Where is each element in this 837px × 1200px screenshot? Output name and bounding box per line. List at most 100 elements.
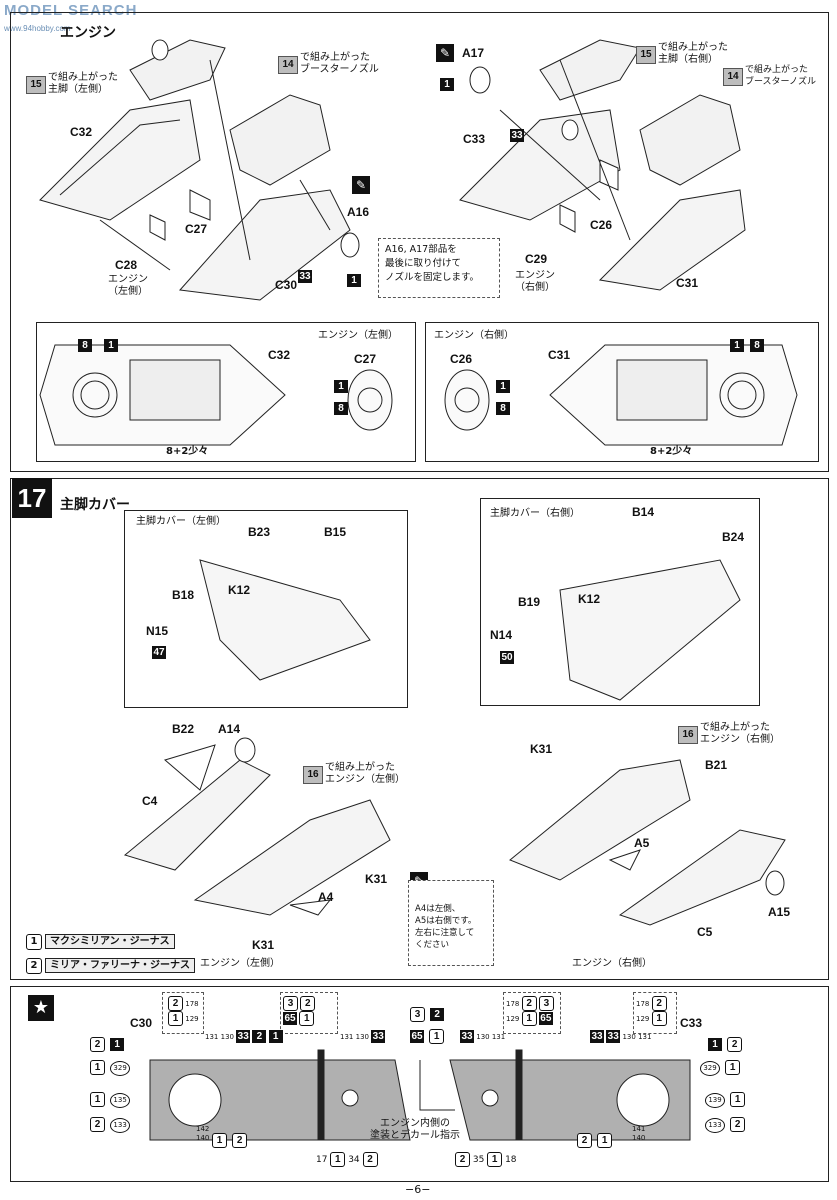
part-b21: B21 xyxy=(705,758,728,772)
ref14-right: 14 xyxy=(723,64,743,86)
part-a5: A5 xyxy=(634,836,650,850)
right-num-2: 1 2 xyxy=(708,1032,743,1052)
step-ref-14: 14 xyxy=(278,56,298,74)
inset-left xyxy=(124,510,408,708)
panel-left-title: エンジン（左側） xyxy=(318,330,398,341)
left-decal-133: 2 133 xyxy=(90,1112,131,1133)
caption-17-left: エンジン（左側） xyxy=(200,958,280,969)
left-mid-nums-b: 131 130 33 xyxy=(340,1030,386,1043)
caption-17-right: エンジン（右側） xyxy=(572,958,652,969)
decal-group-left-a xyxy=(162,992,204,1034)
caption-engine-left: エンジン （左側） xyxy=(108,274,148,297)
right-bottom-cnums: 2 1 xyxy=(577,1128,613,1148)
part-c30: C30 xyxy=(275,278,298,292)
num-8-panel-left: 8 xyxy=(78,333,92,352)
part-c33-star: C33 xyxy=(680,1016,703,1030)
right-decal-329: 329 1 xyxy=(700,1055,741,1076)
center-num-3: 3 2 xyxy=(410,1002,445,1022)
page-number: −6− xyxy=(405,1183,431,1196)
ref16-left-text: で組み上がった エンジン（左側） xyxy=(325,762,405,785)
center-num-65: 65 1 xyxy=(410,1024,445,1044)
tag-50: 50 xyxy=(500,651,514,664)
part-a14: A14 xyxy=(218,722,241,736)
part-k31-left-a: K31 xyxy=(365,872,388,886)
engine-right-interior-panel xyxy=(425,322,819,462)
step-ref-16: 16 xyxy=(303,766,323,784)
decal-group-left-b xyxy=(280,992,338,1034)
part-k12-left: K12 xyxy=(228,583,251,597)
num-1-panel-left-c27: 1 xyxy=(334,374,348,393)
ref15-left: 15 xyxy=(26,72,46,94)
num-8-panel-left-c27: 8 xyxy=(334,396,348,415)
num-1-right: 1 xyxy=(440,72,454,91)
ref16-right-text: で組み上がった エンジン（右側） xyxy=(700,722,780,745)
inner-paint-caption: エンジン内側の 塗装とデカール指示 xyxy=(370,1118,460,1141)
caption-engine-right: エンジン （右側） xyxy=(515,270,555,293)
ref14-left-text: で組み上がった ブースターノズル xyxy=(300,52,379,75)
star-icon: ★ xyxy=(28,995,54,1021)
inset-left-title: 主脚カバー（左側） xyxy=(136,516,226,527)
step16-frame xyxy=(10,12,829,472)
part-a17: A17 xyxy=(462,46,485,60)
right-mid-nums-b: 33 33 130 131 xyxy=(590,1030,652,1043)
note-a4-a5: A4は左側、 A5は右側です。 左右に注意して ください xyxy=(408,880,494,966)
part-c31: C31 xyxy=(676,276,699,290)
step-ref-15: 15 xyxy=(26,76,46,94)
left-decal-329: 1 329 xyxy=(90,1055,131,1076)
ref15-left-text: で組み上がった 主脚（左側） xyxy=(48,72,118,95)
part-b18: B18 xyxy=(172,588,195,602)
right-decal-139: 139 1 xyxy=(705,1087,746,1108)
watermark-logo: MODEL SEARCH xyxy=(4,2,138,19)
part-a4: A4 xyxy=(318,890,334,904)
part-c27: C27 xyxy=(185,222,208,236)
left-num-2: 2 1 xyxy=(90,1032,125,1052)
ref15-right: 15 xyxy=(636,42,656,64)
part-a16: A16 xyxy=(347,205,370,219)
step17-number: 17 xyxy=(12,478,52,518)
ref16-right: 16 xyxy=(678,722,698,744)
num-1-panel-right: 1 xyxy=(730,333,744,352)
num-8-panel-right-c26: 8 xyxy=(496,396,510,415)
part-b19: B19 xyxy=(518,595,541,609)
decal-group-right-b xyxy=(633,992,677,1034)
num-1-panel-right-c26: 1 xyxy=(496,374,510,393)
inset-right-title: 主脚カバー（右側） xyxy=(490,508,580,519)
part-c5: C5 xyxy=(697,925,713,939)
part-c33: C33 xyxy=(463,132,486,146)
inset-right xyxy=(480,498,760,706)
part-c27-panel: C27 xyxy=(354,352,377,366)
part-c28: C28 xyxy=(115,258,138,272)
left-bottom-cnums: 1 2 xyxy=(212,1128,248,1148)
part-c4: C4 xyxy=(142,794,158,808)
part-n15: N15 xyxy=(146,624,169,638)
step-ref-16: 16 xyxy=(678,726,698,744)
mix-note-left: 8+2少々 xyxy=(166,446,209,457)
num-1-panel-left: 1 xyxy=(104,333,118,352)
part-c29: C29 xyxy=(525,252,548,266)
part-c32: C32 xyxy=(70,125,93,139)
part-b23: B23 xyxy=(248,525,271,539)
ref16-left: 16 xyxy=(303,762,323,784)
part-n14: N14 xyxy=(490,628,513,642)
part-k12-right: K12 xyxy=(578,592,601,606)
paint-icon: ✎ xyxy=(352,176,370,194)
watermark-url: www.94hobby.com xyxy=(4,24,71,33)
engine-left-interior-panel xyxy=(36,322,416,462)
num-33-left: 33 xyxy=(298,270,312,283)
step-ref-15: 15 xyxy=(636,46,656,64)
bottom-decal-17: 17 1 34 2 xyxy=(316,1152,378,1167)
ref14-right-text: で組み上がった ブースターノズル xyxy=(745,65,817,87)
step-ref-14: 14 xyxy=(723,68,743,86)
part-b24: B24 xyxy=(722,530,745,544)
num-8-panel-right: 8 xyxy=(750,333,764,352)
ref14-left: 14 xyxy=(278,52,298,74)
panel-right-title: エンジン（右側） xyxy=(434,330,514,341)
